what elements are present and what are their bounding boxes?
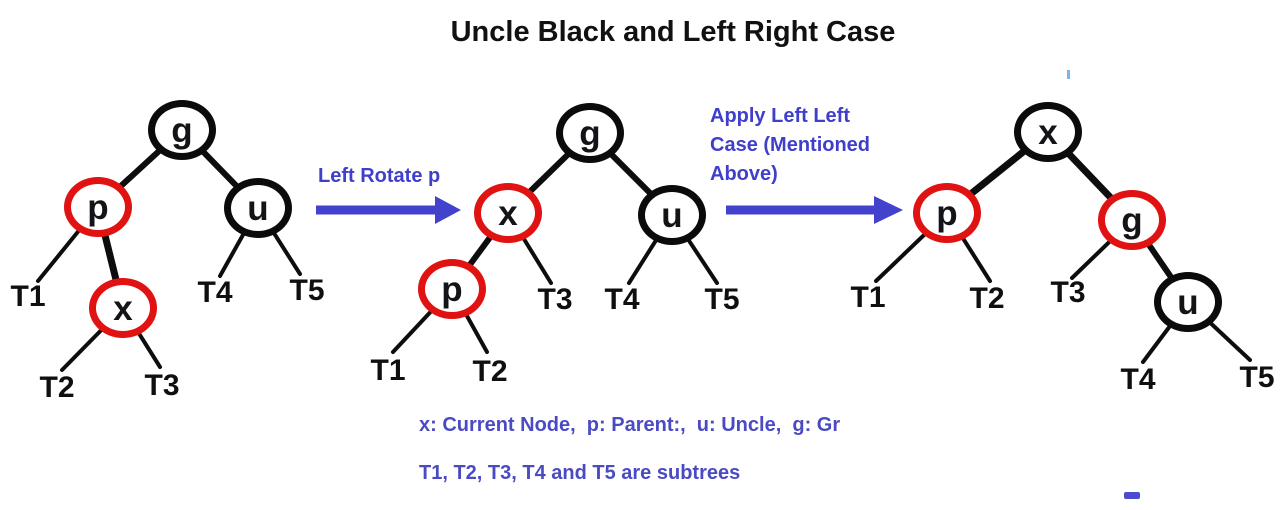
legend-subtrees-note: T1, T2, T3, T4 and T5 are subtrees xyxy=(419,462,741,484)
apply-left-left-arrow-icon xyxy=(726,196,903,224)
tree2-node-u: u xyxy=(638,185,706,245)
diagram-title: Uncle Black and Left Right Case xyxy=(450,16,896,48)
tree1-subtree-t2: T2 xyxy=(39,371,75,404)
legend-node-meanings: x: Current Node, p: Parent:, u: Uncle, g… xyxy=(419,414,841,436)
tree3-node-u: u xyxy=(1154,272,1222,332)
tree3-subtree-t2: T2 xyxy=(969,282,1005,315)
stray-dash-mark xyxy=(1124,492,1140,499)
tree2-subtree-t5: T5 xyxy=(704,283,740,316)
tree2-subtree-t3: T3 xyxy=(537,283,573,316)
tree1-subtree-t5: T5 xyxy=(289,274,325,307)
apply-left-left-arrow-label: Apply Left Left Case (Mentioned Above) xyxy=(710,105,871,185)
tree2-subtree-t2: T2 xyxy=(472,355,508,388)
stray-tick-mark xyxy=(1067,70,1070,79)
tree1-subtree-t1: T1 xyxy=(10,280,46,313)
tree1-node-g: g xyxy=(148,100,216,160)
tree3-node-g: g xyxy=(1098,190,1166,250)
tree1-node-p: p xyxy=(64,177,132,237)
left-rotate-arrow-icon xyxy=(316,196,461,224)
tree3-node-p: p xyxy=(913,183,981,243)
tree3-subtree-t5: T5 xyxy=(1239,361,1275,394)
tree3-subtree-t1: T1 xyxy=(850,281,886,314)
tree3-subtree-t4: T4 xyxy=(1120,363,1156,396)
tree2-subtree-t1: T1 xyxy=(370,354,406,387)
tree3-node-x: x xyxy=(1014,102,1082,162)
tree1-node-u: u xyxy=(224,178,292,238)
tree1-node-x: x xyxy=(89,278,157,338)
tree3-subtree-t3: T3 xyxy=(1050,276,1086,309)
tree2-node-p: p xyxy=(418,259,486,319)
tree1-subtree-t4: T4 xyxy=(197,276,233,309)
tree2-node-x: x xyxy=(474,183,542,243)
tree1-subtree-t3: T3 xyxy=(144,369,180,402)
tree2-subtree-t4: T4 xyxy=(604,283,640,316)
tree1-edges xyxy=(36,127,302,372)
left-rotate-arrow-label: Left Rotate p xyxy=(318,165,441,187)
tree2-node-g: g xyxy=(556,103,624,163)
